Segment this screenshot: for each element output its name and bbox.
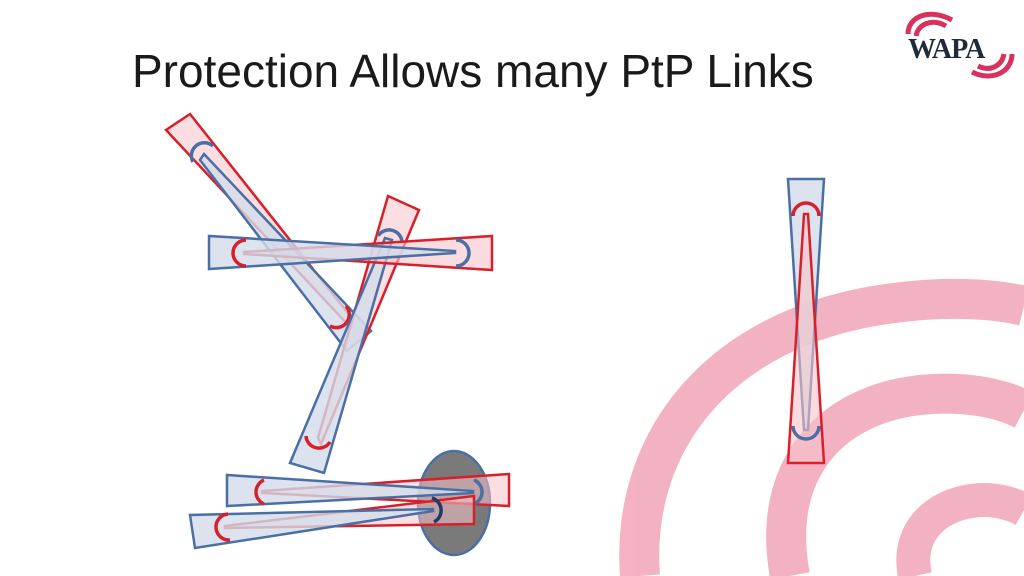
beam-blue	[188, 507, 435, 550]
antenna-arc-blue	[431, 496, 443, 524]
beam-blue	[288, 236, 394, 475]
watermark-arc-small	[896, 482, 1024, 576]
antenna-arc-blue	[376, 228, 404, 243]
watermark-arcs	[619, 278, 1024, 576]
ptp-link-bottom-lower	[188, 494, 476, 550]
beam-red	[786, 212, 826, 465]
antenna-arc-blue	[455, 238, 471, 268]
watermark-arc-inner	[766, 373, 1024, 576]
ptp-link-horizontal-upper	[207, 234, 494, 272]
antenna-arc-red	[254, 478, 265, 506]
antenna-arc-blue	[189, 141, 215, 163]
antenna-arc-red	[329, 304, 351, 330]
wapa-logo: WAPA	[905, 11, 1015, 79]
beam-blue	[207, 234, 457, 271]
slide-title: Protection Allows many PtP Links	[132, 45, 814, 97]
antenna-arc-red	[304, 435, 332, 450]
logo-arcs-top	[905, 11, 954, 37]
antenna-arc-red	[791, 201, 821, 217]
logo-text: WAPA	[908, 34, 986, 65]
ptp-link-diagonal	[164, 112, 373, 353]
antenna-arc-red	[214, 512, 231, 542]
ptp-link-steep	[288, 194, 421, 475]
antenna-arc-blue	[473, 478, 484, 506]
logo-arcs-bottom	[970, 53, 1015, 79]
ptp-link-vertical	[786, 177, 826, 465]
beam-blue	[225, 473, 475, 508]
antenna-arc-blue	[791, 425, 821, 441]
antenna-arc-red	[231, 238, 247, 268]
